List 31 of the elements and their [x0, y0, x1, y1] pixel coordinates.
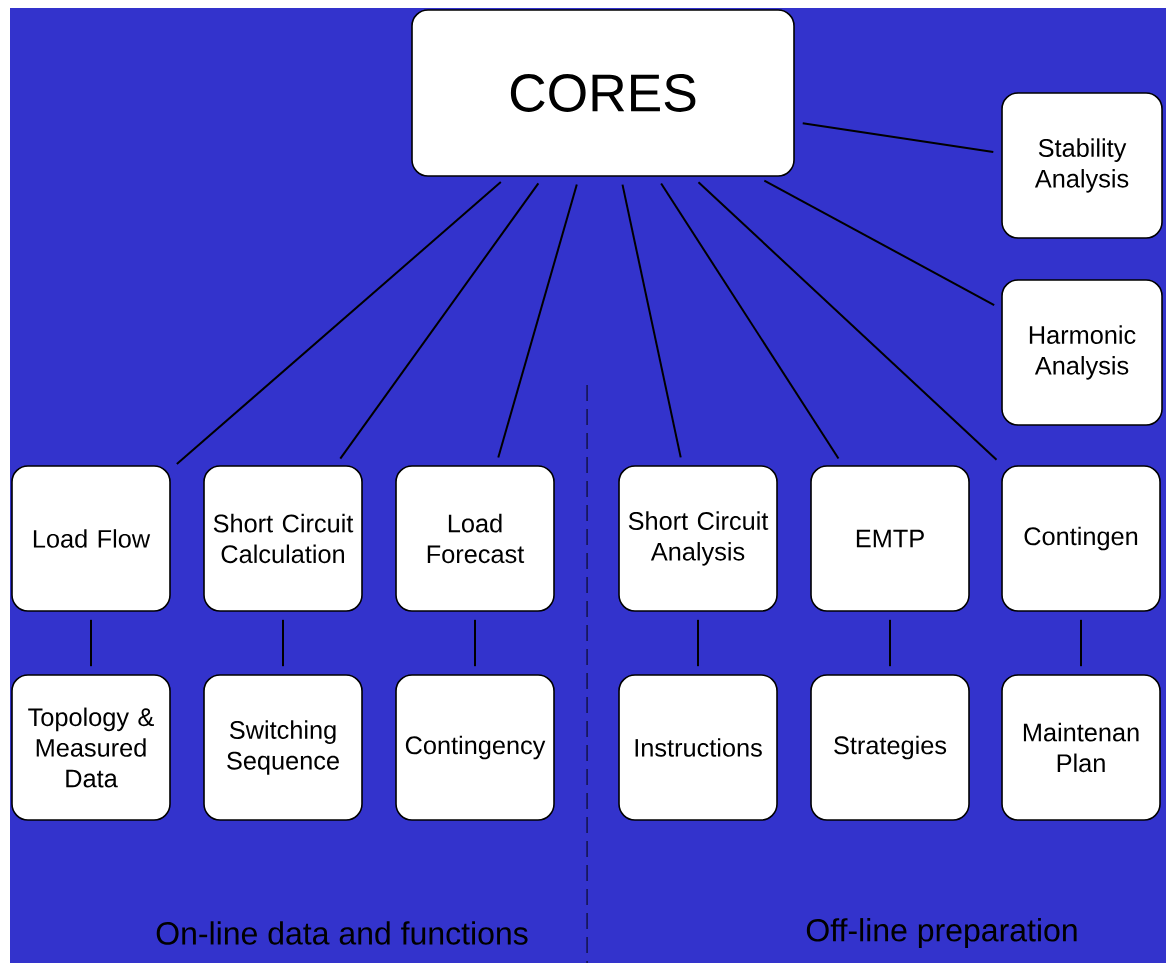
connector-line: [697, 618, 699, 668]
process-box: Switching Sequence: [203, 674, 363, 821]
connector-line: [175, 181, 502, 466]
connector-line: [339, 182, 540, 460]
process-box: Strategies: [810, 674, 970, 821]
connector-line: [474, 618, 476, 668]
process-box: Maintenan Plan: [1001, 674, 1161, 821]
process-box: Contingen: [1001, 465, 1161, 612]
connector-line: [801, 122, 995, 154]
section-label: On-line data and functions: [156, 921, 528, 945]
connector-line: [621, 183, 682, 459]
process-box: Instructions: [618, 674, 778, 821]
process-box: EMTP: [810, 465, 970, 612]
connector-line: [497, 183, 578, 459]
connector-line: [763, 179, 996, 307]
process-box: Topology & Measured Data: [11, 674, 171, 821]
connector-line: [1080, 618, 1082, 668]
process-box: Load Forecast: [395, 465, 555, 612]
section-label: Off-line preparation: [806, 918, 1077, 948]
connector-line: [697, 181, 998, 461]
process-box: Load Flow: [11, 465, 171, 612]
connector-line: [889, 618, 891, 668]
connector-line: [90, 618, 92, 668]
process-box: Contingency: [395, 674, 555, 821]
process-box: Short Circuit Calculation: [203, 465, 363, 612]
process-box: Short Circuit Analysis: [618, 465, 778, 612]
process-box: Stability Analysis: [1001, 92, 1163, 239]
connector-line: [282, 618, 284, 668]
connector-line: [660, 182, 840, 460]
process-box: Harmonic Analysis: [1001, 279, 1163, 426]
title-box: CORES: [411, 9, 795, 177]
